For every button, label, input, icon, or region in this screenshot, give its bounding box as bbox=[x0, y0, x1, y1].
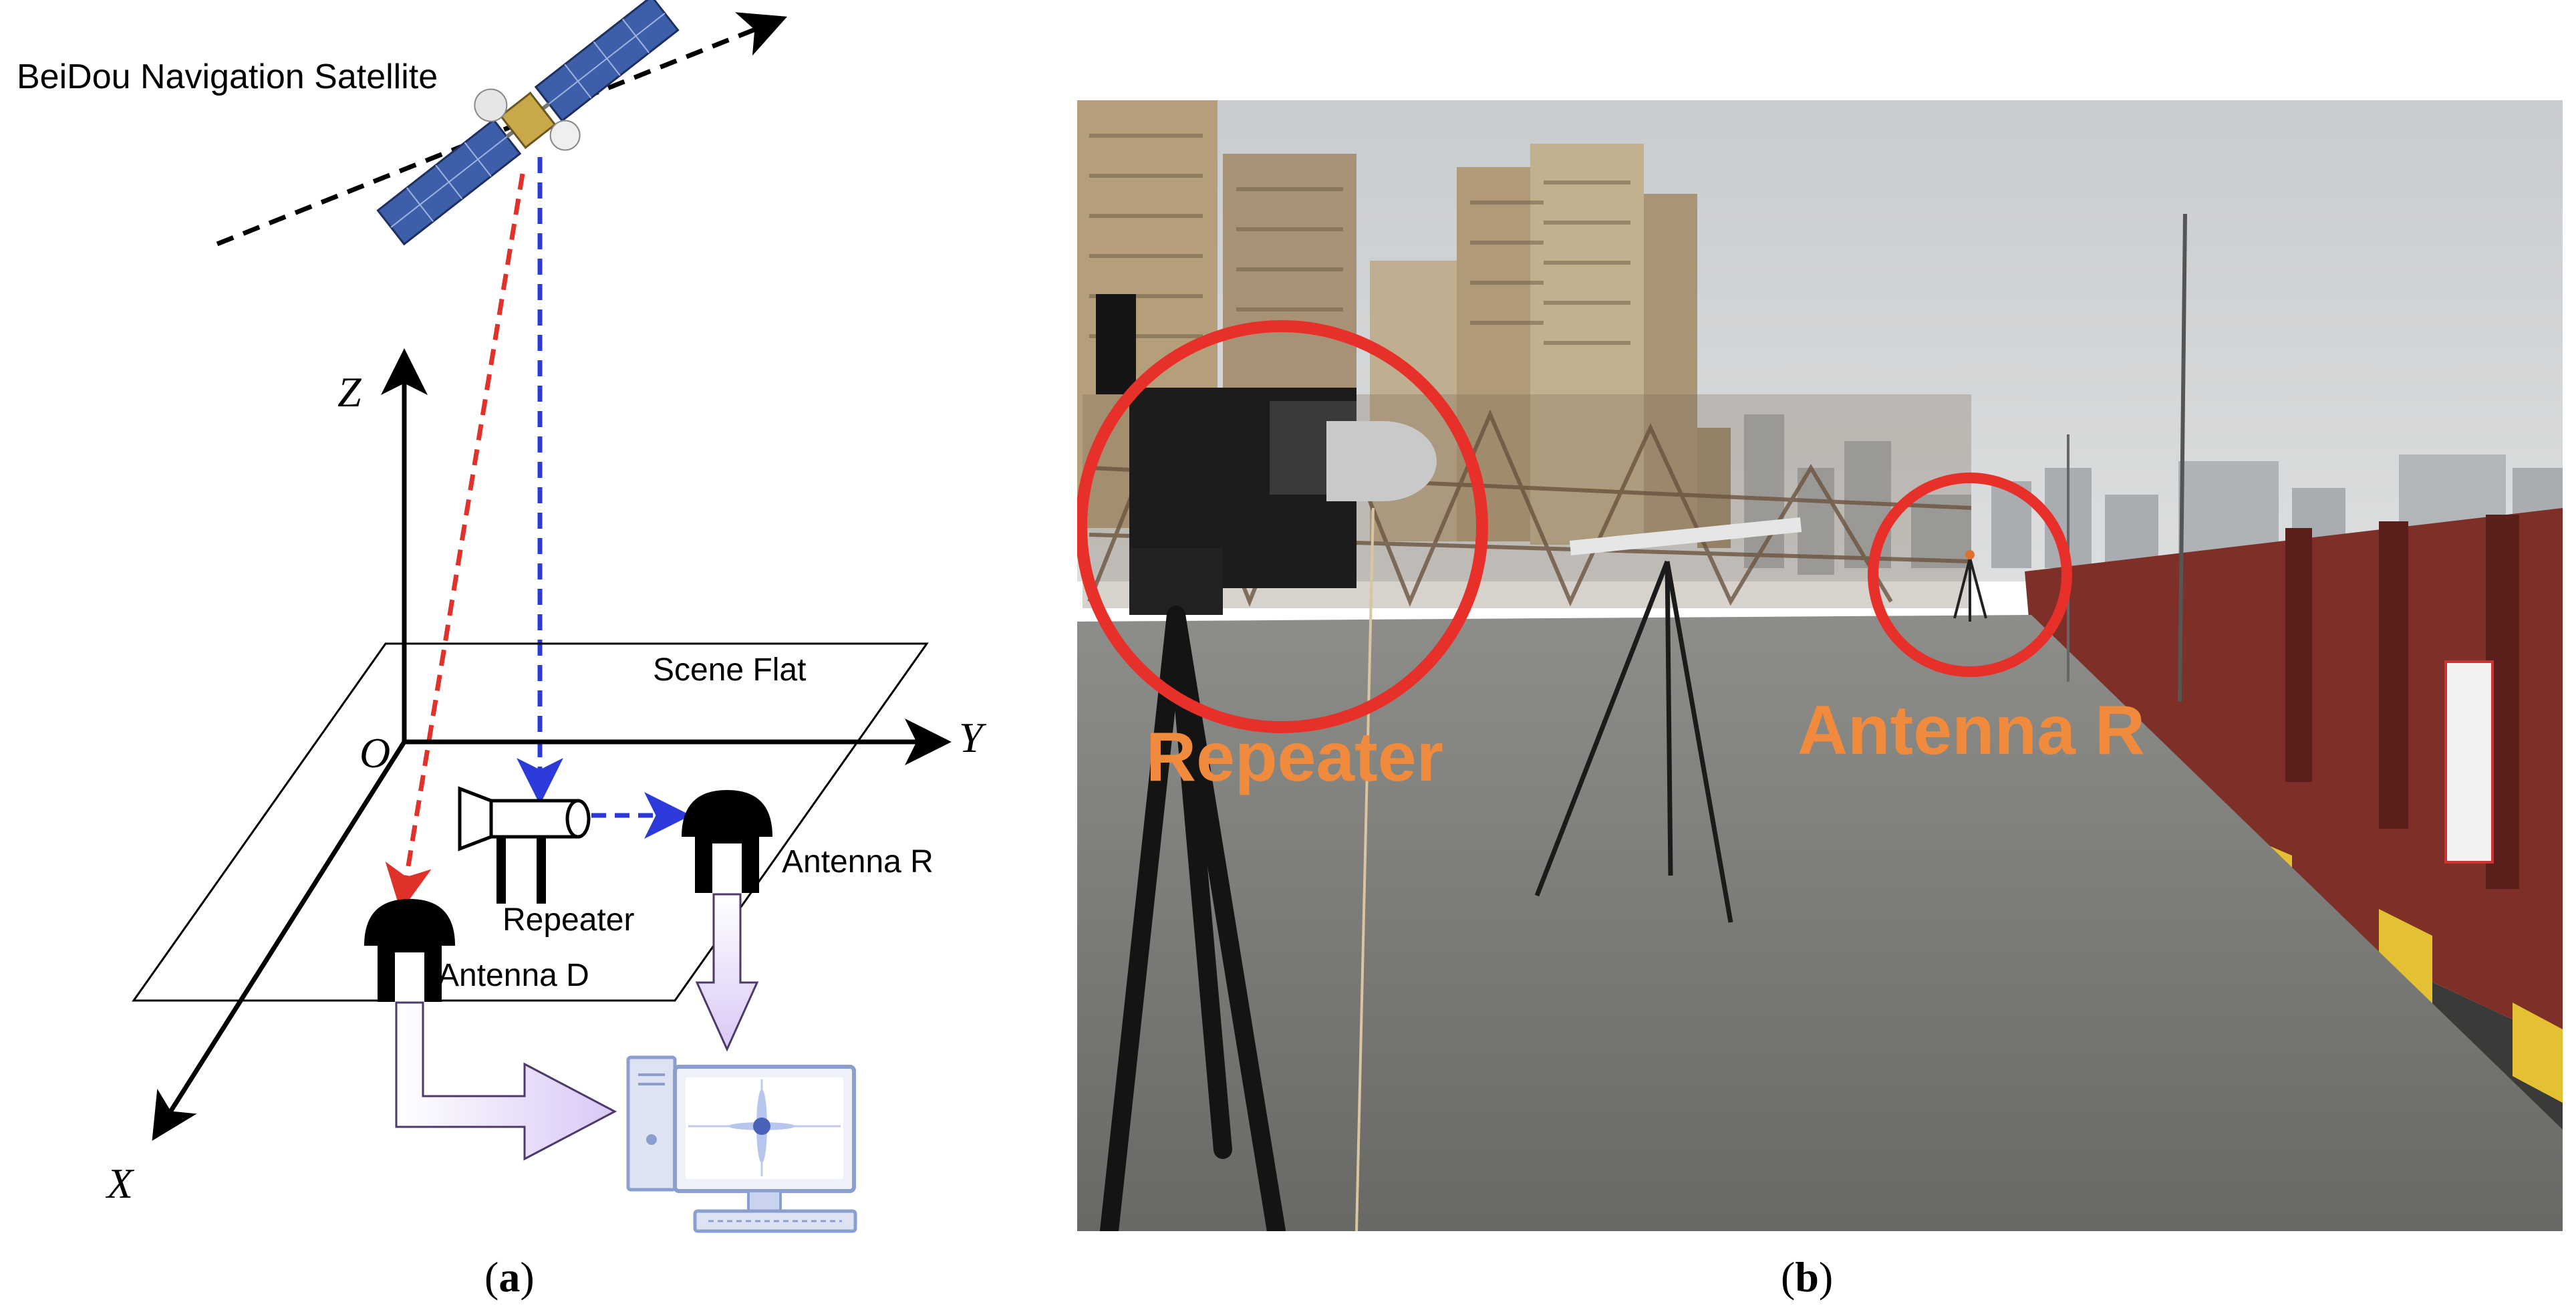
caption-a: (a) bbox=[484, 1253, 535, 1301]
antenna-d-label: Antenna D bbox=[438, 958, 589, 993]
scene-plane bbox=[132, 642, 929, 1002]
lightning-rod bbox=[2178, 213, 2187, 702]
repeater-device-icon bbox=[458, 786, 591, 904]
repeater-highlight-circle bbox=[1077, 320, 1488, 733]
computer-icon bbox=[626, 1055, 857, 1233]
caption-b: (b) bbox=[1781, 1253, 1833, 1301]
photo-antenna-r-label: Antenna R bbox=[1798, 692, 2145, 769]
orbit-line bbox=[216, 12, 788, 247]
antenna-d-icon bbox=[364, 899, 455, 1002]
middle-tripod bbox=[1534, 517, 1802, 923]
origin-label: O bbox=[360, 729, 390, 777]
axis-x-label: X bbox=[105, 1160, 135, 1207]
scene-plane-label: Scene Flat bbox=[653, 652, 806, 688]
antenna-r-icon bbox=[682, 790, 772, 893]
x-axis bbox=[152, 741, 406, 1141]
antenna-r-tripod bbox=[1953, 550, 1987, 622]
panel-a-diagram: BeiDou Navigation Satellite Z Y X O Scen… bbox=[17, 0, 987, 1301]
repeater-label: Repeater bbox=[503, 902, 634, 938]
roof-surface bbox=[1077, 615, 2563, 1231]
antenna-r-label: Antenna R bbox=[782, 844, 934, 880]
axis-y-label: Y bbox=[959, 714, 987, 761]
satellite-label: BeiDou Navigation Satellite bbox=[17, 57, 438, 96]
antenna-d-to-computer-arrow bbox=[395, 1001, 617, 1161]
photo-repeater-label: Repeater bbox=[1146, 718, 1443, 796]
satellite-icon bbox=[376, 0, 680, 246]
axis-z-label: Z bbox=[337, 368, 362, 416]
panel-b-photo: Repeater Antenna R bbox=[1077, 100, 2563, 1231]
antenna-r-highlight-circle bbox=[1868, 473, 2072, 677]
direct-signal-path bbox=[385, 173, 525, 912]
repeater-tripod bbox=[1096, 294, 1437, 1231]
antenna-r-to-computer-arrow bbox=[695, 893, 759, 1052]
